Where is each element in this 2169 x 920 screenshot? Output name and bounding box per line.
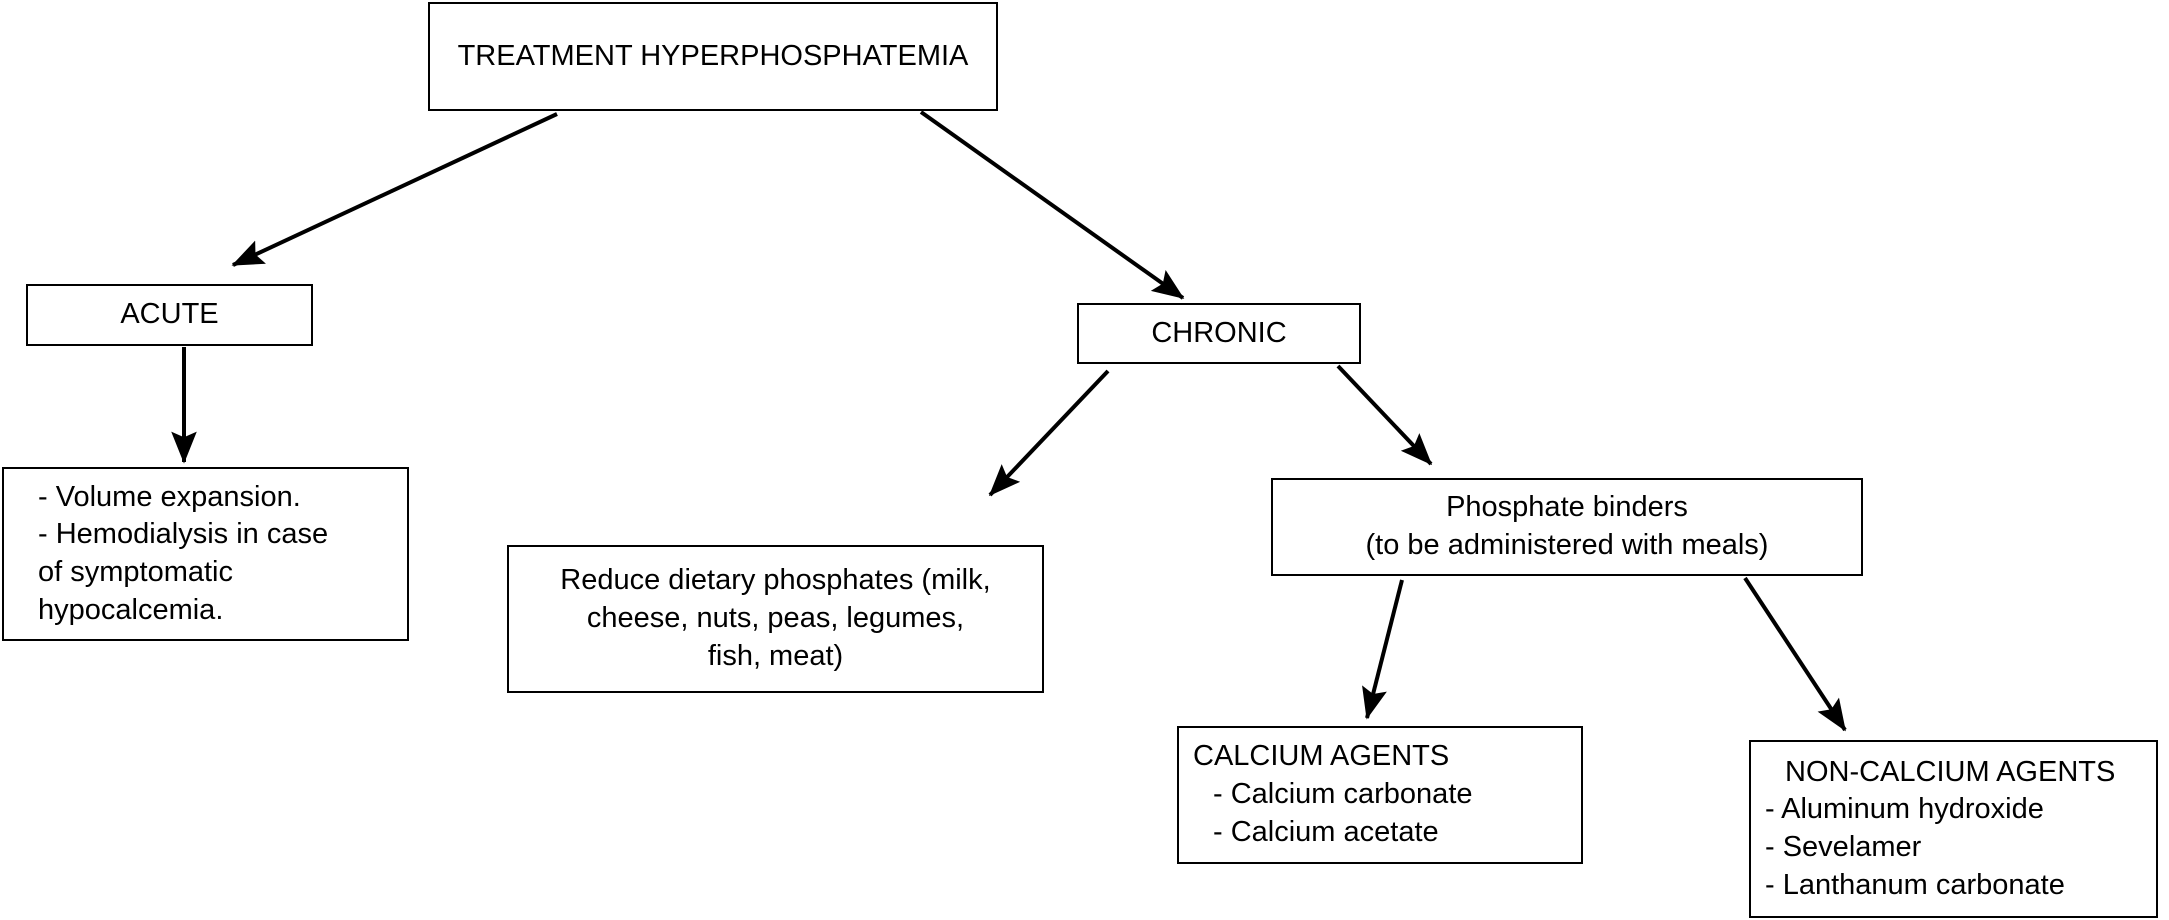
edge-root-to-acute — [231, 112, 558, 267]
calcium-agents-heading: CALCIUM AGENTS — [1193, 740, 1450, 773]
edge-root-to-chronic — [919, 110, 1185, 300]
node-root-label: TREATMENT HYPERPHOSPHATEMIA — [457, 39, 969, 72]
non-calcium-agents-item-2: - Sevelamer — [1765, 831, 1922, 863]
acute-treatment-line-3: of symptomatic — [38, 556, 233, 588]
edge-binders-to-calcium — [1362, 579, 1404, 720]
diet-line-2: cheese, nuts, peas, legumes, — [586, 602, 965, 635]
node-root-treatment-hyperphosphatemia[interactable]: TREATMENT HYPERPHOSPHATEMIA — [428, 2, 998, 111]
edge-binders-to-non-calcium — [1743, 576, 1847, 732]
node-acute-treatment[interactable]: - Volume expansion. - Hemodialysis in ca… — [2, 467, 409, 641]
node-non-calcium-agents[interactable]: NON-CALCIUM AGENTS - Aluminum hydroxide … — [1749, 740, 2158, 918]
node-chronic[interactable]: CHRONIC — [1077, 303, 1361, 364]
non-calcium-agents-item-3: - Lanthanum carbonate — [1765, 868, 2065, 901]
node-acute[interactable]: ACUTE — [26, 284, 313, 346]
node-acute-label: ACUTE — [120, 298, 219, 331]
binders-line-2: (to be administered with meals) — [1365, 529, 1769, 561]
edge-chronic-to-diet — [988, 369, 1110, 497]
acute-treatment-line-4: hypocalcemia. — [38, 593, 224, 626]
edge-chronic-to-binders — [1336, 364, 1433, 466]
node-calcium-agents[interactable]: CALCIUM AGENTS - Calcium carbonate - Cal… — [1177, 726, 1583, 864]
calcium-agents-item-1: - Calcium carbonate — [1213, 778, 1473, 811]
node-reduce-dietary-phosphates[interactable]: Reduce dietary phosphates (milk, cheese,… — [507, 545, 1044, 693]
acute-treatment-line-2: - Hemodialysis in case — [38, 518, 329, 551]
calcium-agents-item-2: - Calcium acetate — [1213, 815, 1439, 848]
non-calcium-agents-item-1: - Aluminum hydroxide — [1765, 793, 2044, 826]
diet-line-3: fish, meat) — [707, 639, 844, 672]
diet-line-1: Reduce dietary phosphates (milk, — [560, 564, 991, 597]
acute-treatment-line-1: - Volume expansion. — [38, 480, 301, 513]
node-phosphate-binders[interactable]: Phosphate binders (to be administered wi… — [1271, 478, 1863, 576]
non-calcium-agents-heading: NON-CALCIUM AGENTS — [1785, 755, 2116, 788]
node-chronic-label: CHRONIC — [1151, 316, 1287, 349]
binders-line-1: Phosphate binders — [1446, 491, 1688, 524]
